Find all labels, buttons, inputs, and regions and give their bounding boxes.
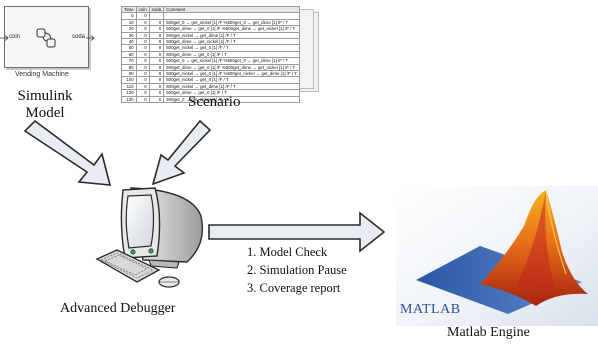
- table-cell: 0: [135, 50, 150, 59]
- feature-item-coverage-report: 3. Coverage report: [247, 281, 341, 295]
- table-cell: 500get_nickel → get_0 [1] /F %500get_nic…: [163, 70, 300, 78]
- simulink-label-line2: Model: [25, 105, 65, 121]
- table-cell: 0: [135, 31, 150, 40]
- table-cell: 500get_nickel → get_dime [1] /F / T: [163, 31, 300, 40]
- arrow-simulink-to-debugger: [23, 119, 112, 186]
- table-cell: 500get_dime → get_0 [1] /F %500get_dime …: [163, 63, 300, 72]
- scenario-label: Scenario: [188, 94, 241, 110]
- table-cell: 0: [135, 57, 150, 65]
- scenario-header-row: Time coin soda Comment: [121, 5, 300, 14]
- table-cell: 0: [135, 95, 150, 104]
- simulink-label-line1: Simulink: [17, 88, 73, 104]
- stateflow-chart-icon: [36, 28, 56, 48]
- table-cell: 500get_dime → get_nickel [1] /F / T: [163, 37, 300, 46]
- table-cell: 500get_0 → get_nickel [1] /F %500get_0 →…: [163, 18, 300, 27]
- table-cell: 500get_nickel → get_0 [1] /F / T: [163, 44, 300, 52]
- advanced-debugger-label: Advanced Debugger: [60, 301, 176, 316]
- matlab-engine-label: Matlab Engine: [447, 325, 530, 340]
- simulink-model-label: Simulink Model: [16, 88, 74, 122]
- table-cell: 500get_0 → get_nickel [1] /F / T: [163, 95, 300, 104]
- arrow-debugger-to-matlab: [208, 211, 386, 253]
- feature-item-simulation-pause: 2. Simulation Pause: [247, 263, 347, 277]
- table-cell: 500get_0 → get_nickel [1] /F %500get_0 →…: [163, 57, 300, 65]
- simulink-model-block: coin soda: [0, 6, 95, 68]
- column-header-comment: Comment: [163, 5, 300, 14]
- output-port-arrow: [86, 35, 95, 41]
- column-header-coin: coin: [135, 5, 150, 14]
- port-in-label: coin: [9, 34, 21, 40]
- table-cell: 0: [135, 37, 150, 46]
- computer-icon: [95, 187, 204, 288]
- input-port-arrow: [0, 35, 9, 41]
- table-cell: 500get_nickel → get_dime [1] /F / T: [163, 82, 300, 91]
- feature-item-model-check: 1. Model Check: [247, 245, 328, 259]
- matlab-wordmark: MATLAB: [400, 302, 461, 317]
- table-cell: 0: [135, 44, 150, 52]
- table-cell: 500get_dime → get_0 [1] /F %500get_dime …: [163, 25, 300, 33]
- matlab-membrane-logo: [396, 186, 598, 326]
- block-caption: Vending Machine: [15, 71, 69, 78]
- arrow-scenario-to-debugger: [151, 119, 212, 186]
- table-cell: 500get_dime → get_0 [1] /F / T: [163, 50, 300, 59]
- port-out-label: soda: [71, 34, 85, 40]
- debugger-feature-list: 1. Model Check 2. Simulation Pause 3. Co…: [247, 243, 347, 297]
